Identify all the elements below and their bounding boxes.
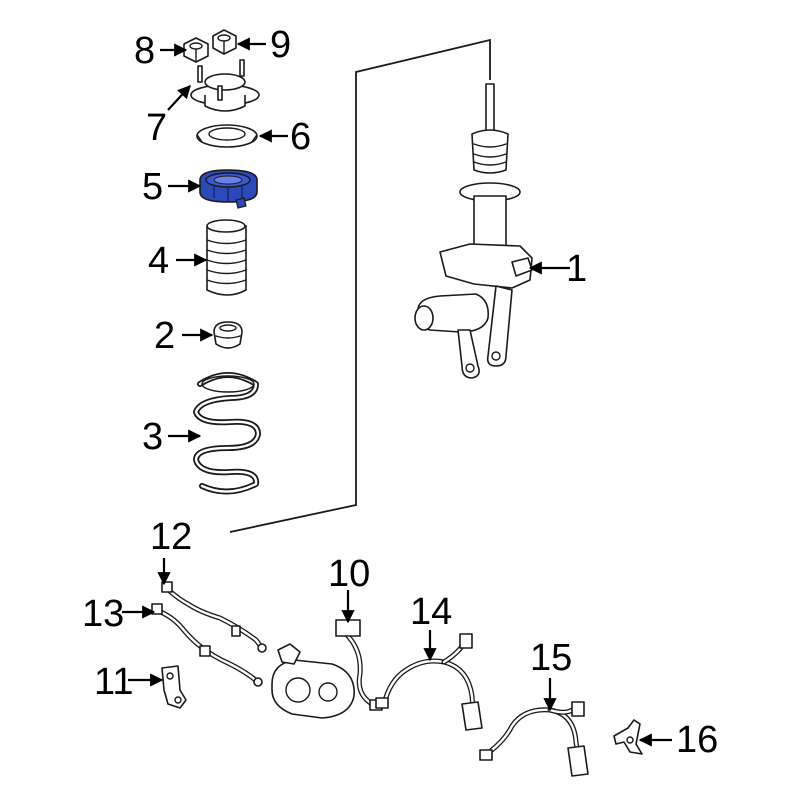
part-2-bumper[interactable] (213, 321, 243, 349)
part-10-actuator[interactable] (271, 619, 383, 719)
part-11-bracket[interactable] (161, 665, 187, 709)
callout-10[interactable]: 10 (328, 553, 370, 595)
callout-11[interactable]: 11 (94, 661, 133, 703)
callout-13[interactable]: 13 (82, 593, 124, 635)
part-4-dust-boot[interactable] (206, 219, 247, 296)
callout-8[interactable]: 8 (134, 30, 155, 72)
callout-3[interactable]: 3 (142, 416, 163, 458)
part-14-sensor-harness[interactable] (375, 633, 483, 731)
part-13-wire-harness[interactable] (151, 603, 263, 687)
callout-1[interactable]: 1 (566, 248, 587, 290)
part-9-nut[interactable] (212, 29, 237, 55)
callout-15[interactable]: 15 (530, 637, 572, 679)
callout-6[interactable]: 6 (290, 116, 311, 158)
part-16-bracket[interactable] (613, 719, 643, 755)
assembly-bracket (229, 38, 491, 533)
part-6-insulator[interactable] (196, 124, 258, 148)
callout-4[interactable]: 4 (148, 240, 169, 282)
part-12-wire-harness[interactable] (161, 581, 267, 653)
part-7-upper-mount[interactable] (190, 59, 260, 112)
callout-7[interactable]: 7 (146, 107, 167, 149)
part-1-strut-assembly[interactable] (414, 83, 533, 379)
callout-14[interactable]: 14 (410, 591, 452, 633)
part-8-nut[interactable] (183, 37, 209, 63)
callout-12[interactable]: 12 (150, 516, 192, 558)
callout-labels: 1 2 3 4 5 6 7 8 9 10 11 12 13 14 15 16 (82, 24, 718, 761)
part-15-sensor-harness[interactable] (479, 701, 589, 777)
callout-5[interactable]: 5 (142, 166, 163, 208)
callout-16[interactable]: 16 (676, 719, 718, 761)
callout-9[interactable]: 9 (270, 24, 291, 66)
callout-2[interactable]: 2 (154, 315, 175, 357)
part-3-coil-spring[interactable] (193, 372, 261, 495)
part-5-spring-seat[interactable] (199, 169, 258, 209)
callout-leaders (122, 37, 672, 747)
